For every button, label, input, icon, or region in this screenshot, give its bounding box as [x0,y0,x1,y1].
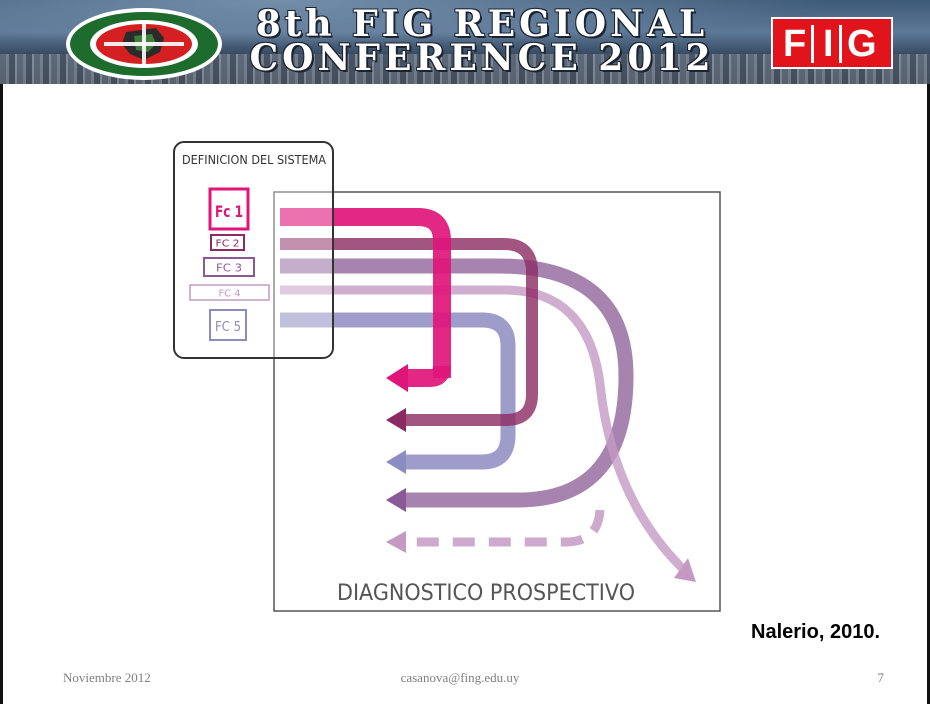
factor-fc3-label: FC 3 [216,262,242,275]
factor-fc4: FC 4 [189,284,270,301]
factor-fc5-label: FC 5 [215,320,241,335]
fig-logo-letter-i: I [823,23,834,65]
footer-page-number: 7 [877,670,885,685]
flow-fc5 [280,312,516,474]
fig-logo: F I G [771,17,893,69]
fig-logo-separator [811,25,814,63]
factor-fc5: FC 5 [209,309,247,341]
fig-logo-letter-f: F [783,23,807,65]
footer-email: casanova@fing.edu.uy [400,670,520,685]
conference-title-line2: CONFERENCE 2012 [249,37,715,79]
factor-fc1-label: Fc 1 [215,202,243,221]
prospective-diagnosis-diagram: DEFINICION DEL SISTEMA Fc 1 FC 2 FC 3 FC… [173,141,721,612]
fig-logo-separator [839,25,842,63]
factor-fc4-label: FC 4 [219,289,241,300]
slide-frame-left [0,84,3,704]
slide-frame-right [927,84,930,704]
prospective-box-label: DIAGNOSTICO PROSPECTIVO [337,581,635,606]
system-definition-box [173,141,334,359]
flow-fc1 [280,208,451,392]
conference-title-line1: 8th FIG REGIONAL [255,3,709,45]
association-seal-logo [66,8,222,80]
factor-fc2-label: FC 2 [216,239,240,250]
flow-fc4 [280,285,696,582]
conference-banner: 8th FIG REGIONAL CONFERENCE 2012 F I G [0,0,930,84]
factor-fc2: FC 2 [210,234,245,251]
flow-fc2 [280,238,538,432]
factor-fc3: FC 3 [203,257,255,277]
system-definition-label: DEFINICION DEL SISTEMA [182,153,327,167]
factor-fc1: Fc 1 [208,187,250,231]
footer-date: Noviembre 2012 [63,670,151,685]
flow-fc3 [280,258,634,512]
fig-logo-letter-g: G [847,23,877,65]
prospective-box [273,191,721,612]
citation: Nalerio, 2010. [751,621,880,643]
